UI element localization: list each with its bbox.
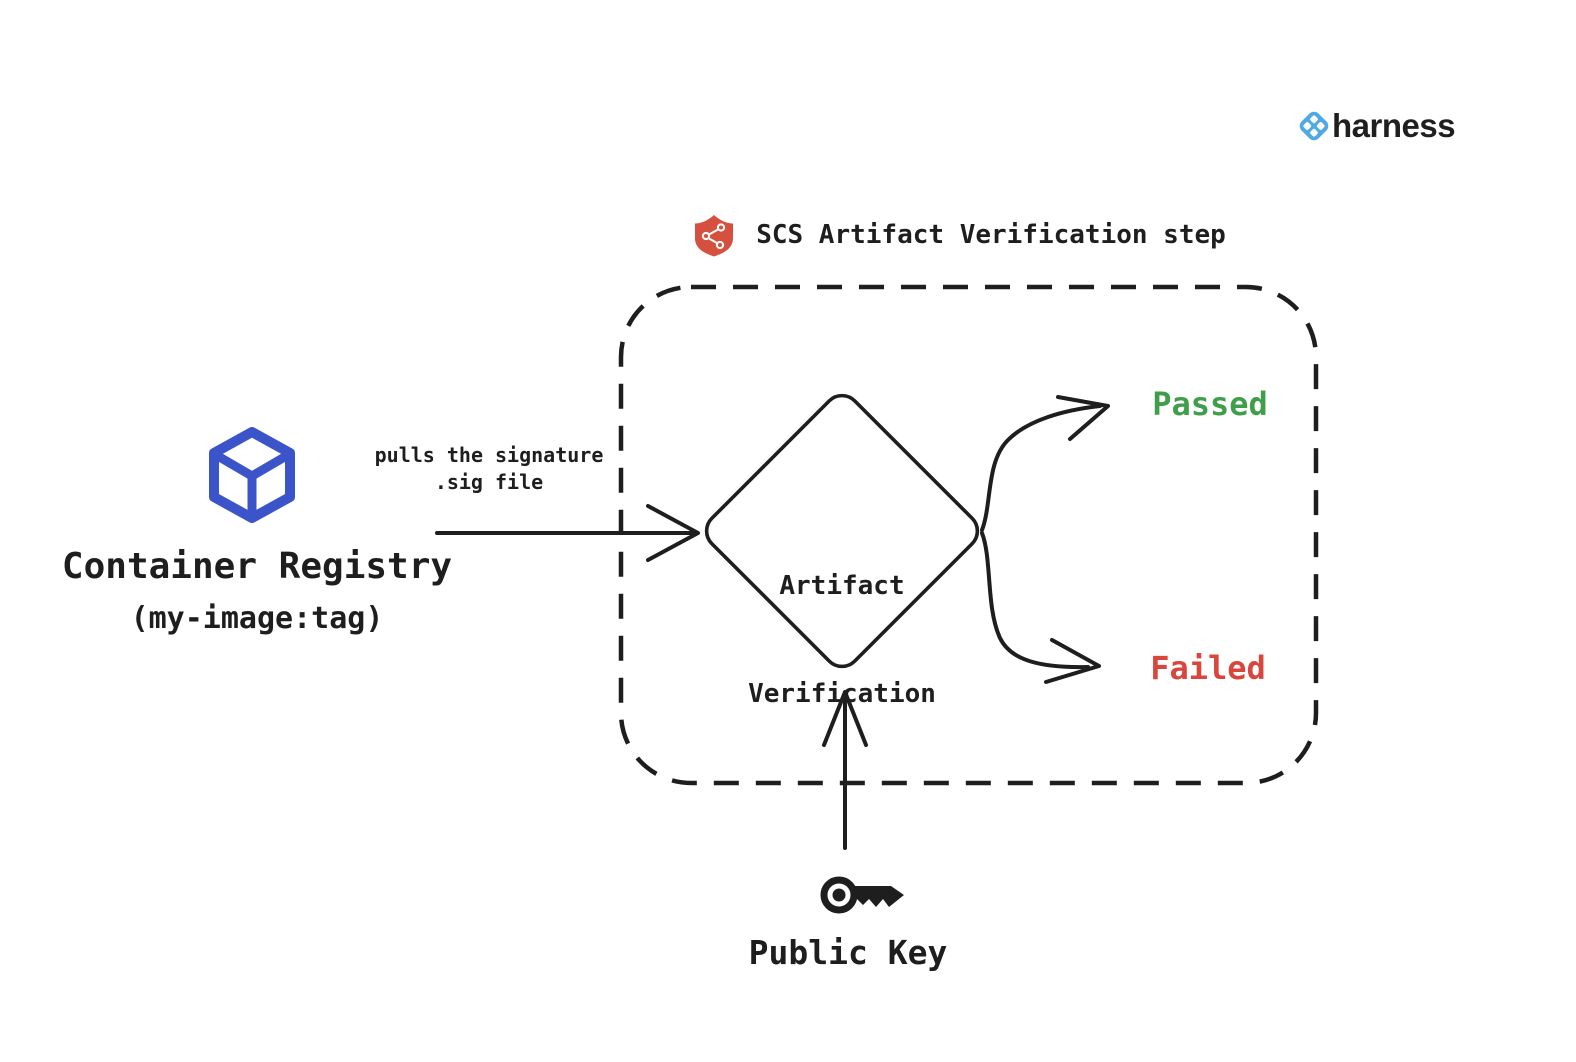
container-registry-title: Container Registry bbox=[61, 546, 453, 587]
container-registry-cube-icon bbox=[209, 427, 295, 523]
passed-arrow bbox=[980, 395, 1110, 532]
public-key-arrow bbox=[822, 690, 868, 850]
failed-arrow bbox=[980, 531, 1101, 684]
decision-diamond bbox=[704, 393, 980, 669]
failed-outcome-label: Failed bbox=[1150, 649, 1266, 687]
step-title: SCS Artifact Verification step bbox=[756, 220, 1226, 250]
passed-outcome-label: Passed bbox=[1152, 385, 1268, 423]
harness-mark-icon bbox=[1299, 111, 1329, 141]
key-icon bbox=[820, 876, 904, 914]
pull-arrow-label-line1: pulls the signature bbox=[374, 443, 604, 467]
image-tag-subtitle: (my-image:tag) bbox=[130, 601, 384, 636]
pull-arrow-label-line2: .sig file bbox=[434, 470, 544, 494]
verification-step-boundary bbox=[618, 284, 1319, 786]
decision-line2: Verification bbox=[748, 679, 936, 709]
harness-logo-text: harness bbox=[1332, 107, 1456, 144]
decision-diamond-label: Artifact Verification bbox=[748, 496, 936, 748]
decision-line1: Artifact bbox=[779, 571, 905, 601]
pull-arrow bbox=[435, 504, 700, 562]
public-key-label: Public Key bbox=[748, 933, 948, 972]
scs-shield-icon bbox=[695, 215, 733, 257]
